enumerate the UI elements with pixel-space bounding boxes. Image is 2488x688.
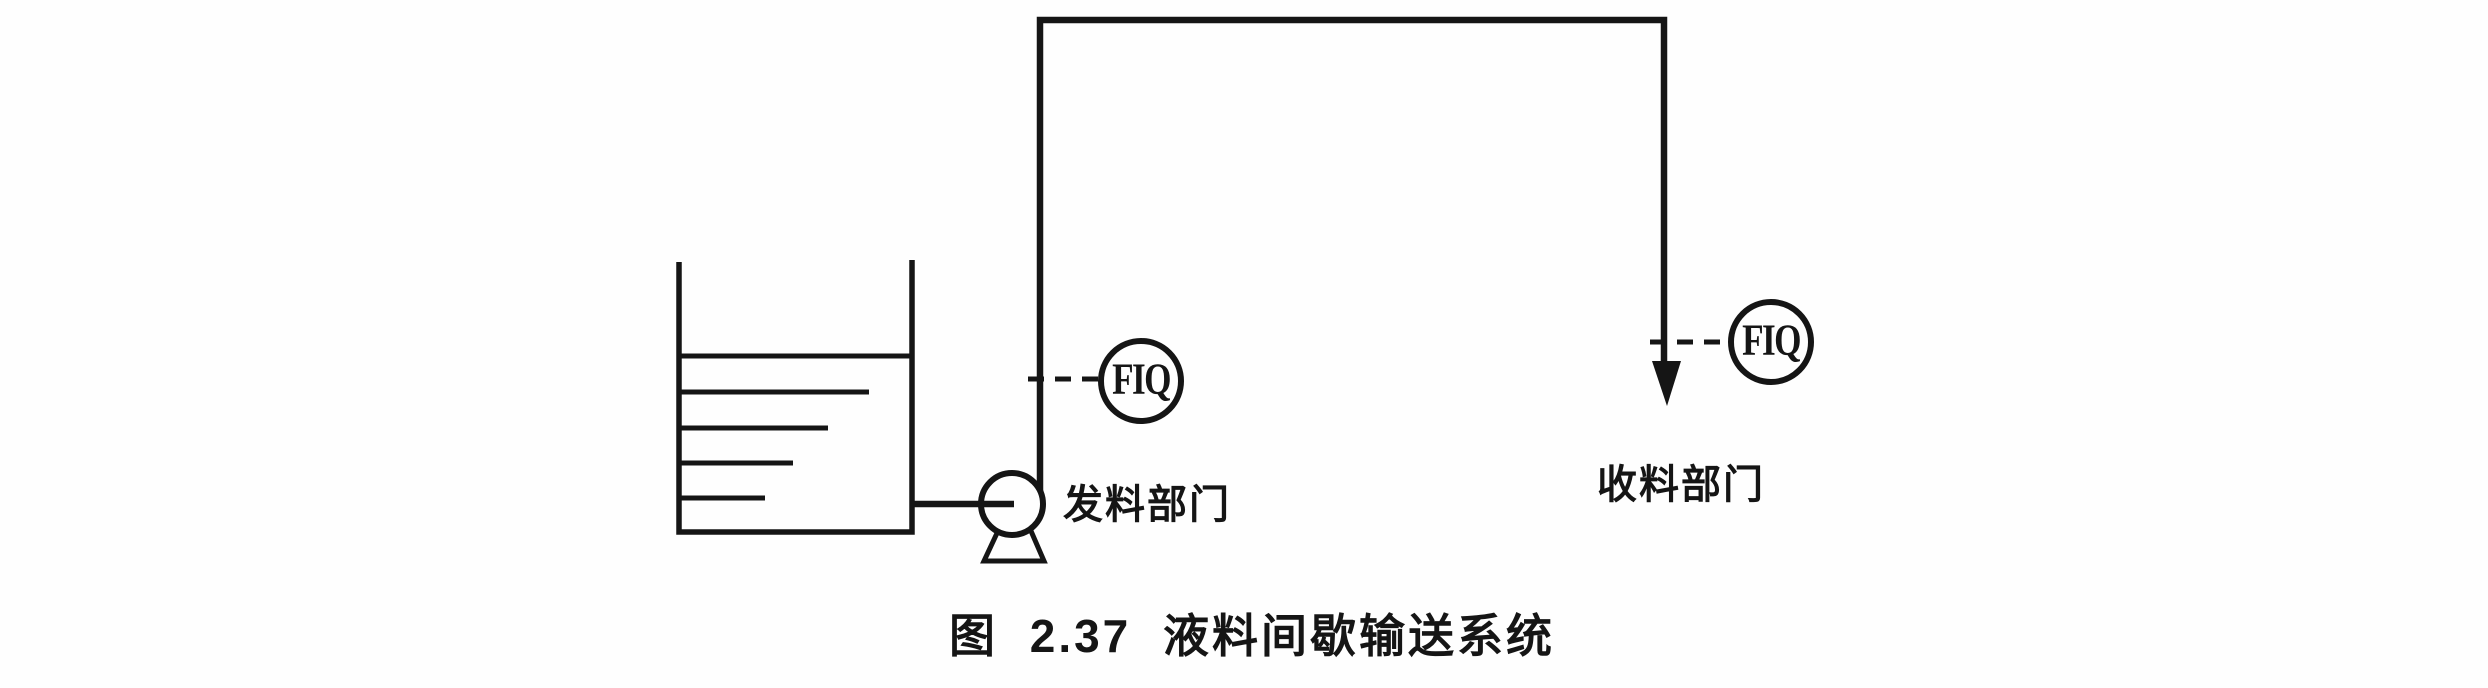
receive-fiq-tag: FIQ xyxy=(1742,315,1801,365)
supply-tank-outline xyxy=(676,260,915,535)
sending-department-label: 发料部门 xyxy=(1063,483,1231,527)
supply-fiq-instrument-circle xyxy=(1098,338,1184,424)
receive-fiq-instrument-circle xyxy=(1728,299,1814,385)
pump-base xyxy=(980,529,1048,564)
transfer-pipe xyxy=(1036,16,1668,510)
flow-arrowhead-icon xyxy=(1652,361,1681,406)
figure-caption: 图 2.37 液料间歇输送系统 xyxy=(948,610,1556,662)
receiving-department-label: 收料部门 xyxy=(1597,463,1765,507)
supply-fiq-tag: FIQ xyxy=(1112,354,1171,404)
